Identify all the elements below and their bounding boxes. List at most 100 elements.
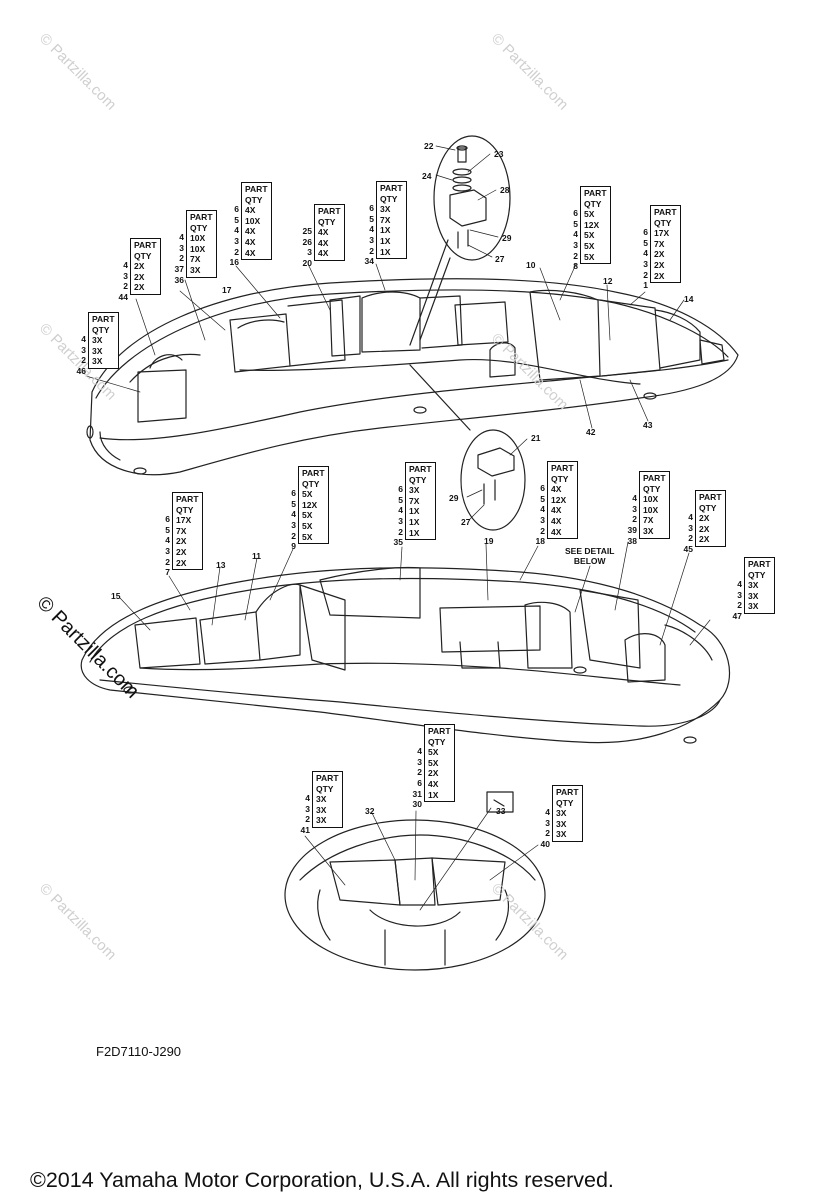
qty-value: 5X (584, 240, 595, 251)
qty-value: 5X (584, 251, 595, 262)
qty-value: 3X (556, 808, 567, 819)
part-number: 26 (302, 236, 312, 247)
callout: 34 (364, 256, 374, 267)
callout: 19 (484, 536, 494, 546)
qty-table-header: QTY (551, 473, 569, 484)
part-number: 3 (545, 817, 550, 828)
diagram-code: F2D7110-J290 (96, 1044, 182, 1059)
callout: 22 (424, 141, 434, 151)
part-number: 37 (174, 263, 184, 274)
qty-value: 3X (92, 335, 103, 346)
qty-table-header: QTY (643, 483, 661, 494)
clip-icon-box (486, 791, 514, 813)
qty-value: 3X (316, 794, 327, 805)
part-number: 3 (307, 247, 312, 258)
callout: 41 (300, 824, 310, 835)
qty-value: 4X (245, 236, 256, 247)
qty-table-header: QTY (318, 216, 336, 227)
qty-value: 2X (428, 768, 439, 779)
qty-value: 7X (190, 254, 201, 265)
qty-table-header: QTY (654, 217, 672, 228)
see-detail-line: BELOW (573, 556, 606, 566)
part-number: 2 (123, 281, 128, 292)
qty-value: 1X (380, 225, 391, 236)
qty-value: 3X (316, 804, 327, 815)
qty-value: 4X (318, 227, 329, 238)
part-number: 4 (369, 224, 374, 235)
qty-value: 7X (380, 214, 391, 225)
qty-value: 5X (302, 510, 313, 521)
callout: 7 (165, 567, 170, 578)
qty-value: 4X (318, 237, 329, 248)
upper-deck-drawing (86, 278, 739, 476)
part-number: 4 (632, 493, 637, 504)
callout: 24 (422, 171, 432, 181)
leader-lines (85, 145, 711, 911)
qty-table-header: PART (551, 463, 574, 473)
qty-value: 2X (699, 523, 710, 534)
lower-deck-drawing (80, 566, 731, 744)
qty-value: 12X (584, 219, 600, 230)
callout: 32 (365, 806, 375, 816)
part-number: 4 (688, 512, 693, 523)
part-number: 3 (540, 514, 545, 525)
qty-table-header: PART (380, 183, 403, 193)
part-number: 3 (688, 522, 693, 533)
part-number: 4 (417, 746, 422, 757)
qty-value: 2X (176, 536, 187, 547)
part-number: 3 (573, 239, 578, 250)
callout: 18 (535, 536, 545, 547)
callout: 9 (291, 541, 296, 552)
qty-table-header: PART (190, 212, 213, 222)
qty-value: 3X (748, 601, 759, 612)
qty-value: 3X (409, 485, 420, 496)
part-number: 6 (165, 514, 170, 525)
qty-value: 3X (748, 580, 759, 591)
see-detail-line: SEE DETAIL (565, 546, 615, 556)
qty-value: 5X (584, 230, 595, 241)
part-number: 4 (291, 509, 296, 520)
callout: 29 (449, 493, 459, 503)
callout: 38 (627, 535, 637, 546)
qty-value: 2X (176, 557, 187, 568)
part-number: 3 (417, 756, 422, 767)
qty-value: 10X (245, 215, 261, 226)
callout: 27 (461, 517, 471, 527)
part-number: 2 (165, 556, 170, 567)
part-number: 2 (305, 814, 310, 825)
part-number: 4 (123, 260, 128, 271)
part-number: 3 (398, 515, 403, 526)
qty-value: 1X (409, 506, 420, 517)
qty-table-header: PART (92, 314, 115, 324)
qty-value: 1X (380, 246, 391, 257)
callout: 33 (496, 806, 506, 816)
qty-table-header: QTY (556, 797, 574, 808)
callout: 43 (643, 420, 653, 430)
qty-table-header: PART (584, 188, 607, 198)
qty-value: 5X (428, 747, 439, 758)
qty-value: 3X (92, 345, 103, 356)
part-number: 2 (179, 253, 184, 264)
part-number: 2 (737, 600, 742, 611)
